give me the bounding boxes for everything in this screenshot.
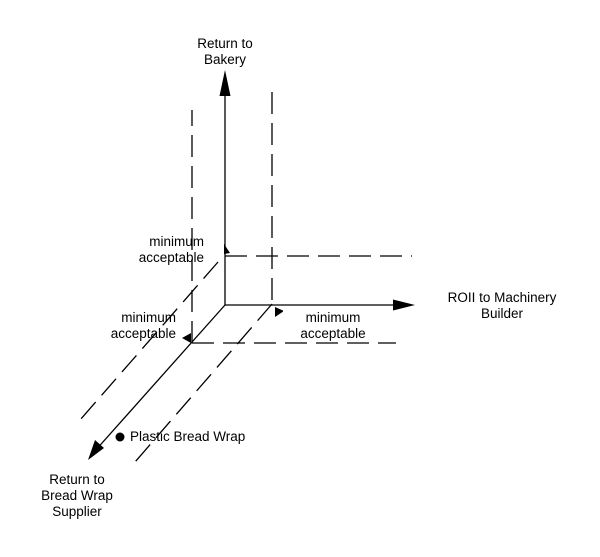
vertical-axis-label: Return to Bakery <box>160 36 290 68</box>
bakery-minimum-line2: acceptable <box>138 250 204 265</box>
diagonal-axis-label-line1: Return to <box>49 472 105 487</box>
horizontal-axis-label-line2: Builder <box>480 306 524 321</box>
wrap-minimum-line2: acceptable <box>110 326 176 341</box>
plastic-bread-wrap-point <box>115 432 125 442</box>
machinery-minimum-line1: minimum <box>305 310 361 325</box>
machinery-minimum-label: minimum acceptable <box>283 310 383 342</box>
bakery-minimum-label: minimum acceptable <box>100 234 204 266</box>
horizontal-axis-label: ROII to Machinery Builder <box>422 290 582 322</box>
bakery-min-marker <box>224 244 230 254</box>
machinery-minimum-line2: acceptable <box>300 326 366 341</box>
horizontal-axis-arrowhead <box>393 299 415 311</box>
horizontal-axis-label-line1: ROII to Machinery <box>447 290 557 305</box>
bakery-minimum-line1: minimum <box>149 234 204 249</box>
diagonal-axis-arrowhead <box>88 440 104 460</box>
diagonal-axis-label-line2: Bread Wrap <box>41 488 113 503</box>
diagonal-axis-label: Return to Bread Wrap Supplier <box>22 472 132 520</box>
vertical-axis-label-line2: Bakery <box>203 52 247 67</box>
vertical-axis-arrowhead <box>219 70 231 96</box>
machinery-min-diagonal-dash <box>134 303 273 463</box>
wrap-minimum-label: minimum acceptable <box>70 310 176 342</box>
wrap-minimum-line1: minimum <box>121 310 176 325</box>
plastic-bread-wrap-label: Plastic Bread Wrap <box>130 429 246 444</box>
wrap-min-marker <box>182 333 191 343</box>
diagonal-axis <box>93 304 226 453</box>
bakery-min-diagonal-dash <box>79 261 219 421</box>
diagonal-axis-label-line3: Supplier <box>52 504 102 519</box>
machinery-min-marker <box>275 307 284 317</box>
vertical-axis-label-line1: Return to <box>197 36 253 51</box>
